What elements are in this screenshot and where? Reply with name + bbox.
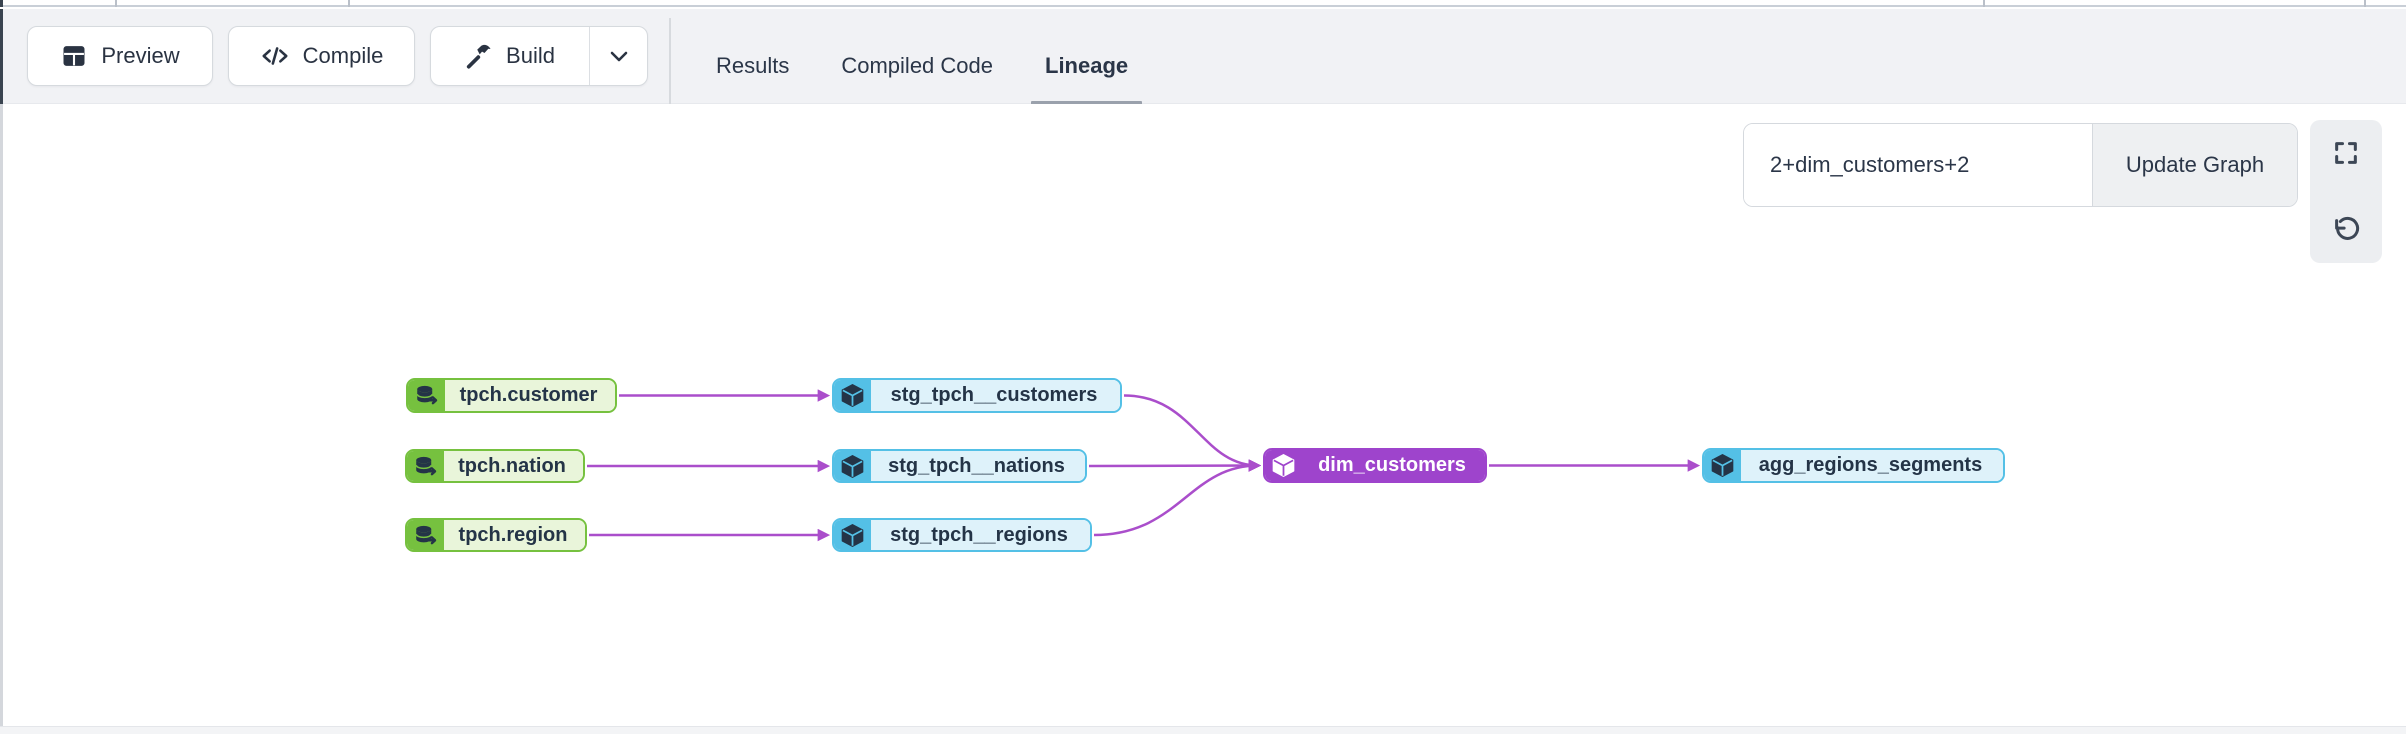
reset-view-button[interactable]: [2329, 213, 2363, 247]
node-label: agg_regions_segments: [1741, 450, 2003, 481]
fullscreen-button[interactable]: [2329, 136, 2363, 170]
node-icon-section: [407, 451, 444, 481]
database-icon: [415, 525, 437, 544]
node-label: tpch.customer: [445, 380, 615, 411]
cube-icon: [841, 384, 864, 407]
node-label: tpch.nation: [444, 451, 583, 481]
lineage-node-agg_regions_segments[interactable]: agg_regions_segments: [1702, 448, 2005, 483]
left-panel-edge: [0, 9, 3, 104]
build-split-button: Build: [430, 26, 648, 86]
tab-results[interactable]: Results: [690, 18, 815, 113]
cropped-upper-tab-bar: [0, 0, 2406, 7]
node-label: stg_tpch__customers: [871, 380, 1120, 411]
tab-compiled-code[interactable]: Compiled Code: [815, 18, 1019, 113]
database-icon: [415, 456, 437, 475]
cube-icon: [841, 454, 864, 478]
node-icon-section: [408, 380, 445, 411]
upper-tab-separator: [1983, 0, 1985, 7]
tab-compiled-code-label: Compiled Code: [841, 52, 993, 78]
preview-button[interactable]: Preview: [27, 26, 213, 86]
upper-tab-separator: [348, 0, 350, 7]
node-icon-section: [834, 520, 871, 550]
fullscreen-icon: [2335, 142, 2357, 164]
lineage-node-tpch.nation[interactable]: tpch.nation: [405, 449, 585, 483]
lineage-node-stg_tpch__regions[interactable]: stg_tpch__regions: [832, 518, 1092, 552]
tab-lineage-label: Lineage: [1045, 52, 1129, 78]
lineage-node-tpch.customer[interactable]: tpch.customer: [406, 378, 617, 413]
node-icon-section: [834, 451, 871, 481]
lineage-selector-input[interactable]: [1744, 124, 2092, 206]
build-button[interactable]: Build: [431, 27, 589, 85]
code-icon: [262, 47, 288, 65]
node-label: tpch.region: [444, 520, 585, 550]
chevron-down-icon: [610, 51, 627, 62]
lineage-node-stg_tpch__customers[interactable]: stg_tpch__customers: [832, 378, 1122, 413]
cube-icon: [1272, 454, 1295, 477]
node-icon-section: [1704, 450, 1741, 481]
database-icon: [416, 385, 438, 405]
compile-button-label: Compile: [302, 43, 384, 68]
tab-results-label: Results: [716, 52, 790, 78]
lineage-selector-group: Update Graph: [1743, 123, 2298, 207]
update-graph-button[interactable]: Update Graph: [2092, 124, 2297, 206]
cube-icon: [1711, 454, 1734, 477]
left-panel-splitter[interactable]: [0, 104, 3, 726]
node-label: dim_customers: [1302, 450, 1485, 481]
tab-lineage[interactable]: Lineage: [1019, 18, 1154, 113]
lineage-node-dim_customers[interactable]: dim_customers: [1263, 448, 1487, 483]
lineage-node-stg_tpch__nations[interactable]: stg_tpch__nations: [832, 449, 1087, 483]
node-label: stg_tpch__regions: [871, 520, 1090, 550]
lineage-view-controls: [2310, 120, 2382, 263]
bottom-panel-edge: [0, 726, 2406, 734]
lineage-node-tpch.region[interactable]: tpch.region: [405, 518, 587, 552]
hammer-icon: [466, 44, 491, 69]
node-label: stg_tpch__nations: [871, 451, 1085, 481]
node-icon-section: [407, 520, 444, 550]
upper-tab-separator: [115, 0, 117, 7]
upper-tab-separator: [2364, 0, 2366, 7]
ide-action-toolbar: Preview Compile Build Results Co: [0, 9, 2406, 113]
result-panel-tabs: Results Compiled Code Lineage: [690, 18, 1154, 113]
build-dropdown-button[interactable]: [589, 27, 647, 85]
cube-icon: [841, 523, 864, 547]
toolbar-divider: [669, 18, 671, 113]
node-icon-section: [1265, 450, 1302, 481]
node-icon-section: [834, 380, 871, 411]
build-button-label: Build: [506, 43, 555, 68]
preview-button-label: Preview: [101, 43, 180, 68]
reset-icon: [2335, 216, 2360, 240]
compile-button[interactable]: Compile: [228, 26, 415, 86]
table-icon: [63, 46, 85, 66]
upper-bar-corner: [0, 0, 3, 7]
